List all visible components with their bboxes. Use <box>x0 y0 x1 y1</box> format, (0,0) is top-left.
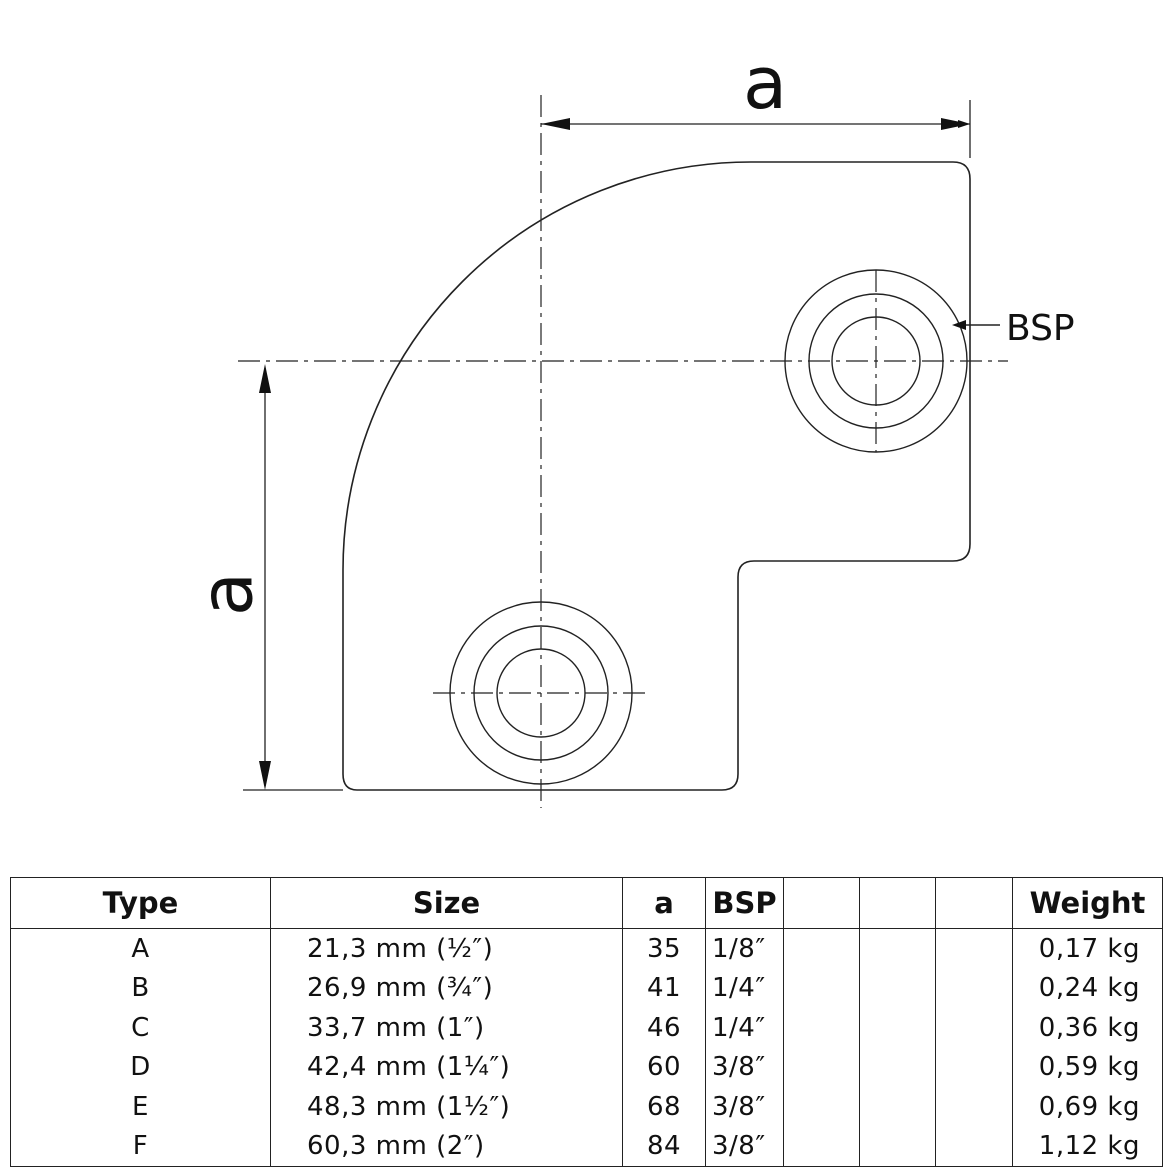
specification-table: Type Size a BSP Weight A 21,3 mm (½″) 35… <box>10 877 1163 1168</box>
table-row: F 60,3 mm (2″) 84 3/8″ 1,12 kg <box>10 1126 1163 1168</box>
left-arrow-bottom <box>259 761 271 790</box>
lower-bsp-hole <box>449 601 633 785</box>
table-header-row: Type Size a BSP Weight <box>10 877 1163 929</box>
lower-hole-inner-ring <box>496 648 586 738</box>
cell-weight: 0,36 kg <box>1012 1008 1163 1048</box>
header-a: a <box>622 877 706 929</box>
cell-weight: 0,24 kg <box>1012 968 1163 1008</box>
cell-a: 84 <box>622 1126 706 1168</box>
left-dimension-label: a <box>185 572 269 616</box>
cell-blank <box>859 1047 936 1087</box>
cell-type: B <box>10 968 271 1008</box>
cell-blank <box>935 928 1013 969</box>
cell-blank <box>859 928 936 969</box>
upper-bsp-hole <box>784 269 968 453</box>
bsp-callout-label: BSP <box>1006 308 1075 349</box>
top-arrow-left <box>541 118 570 130</box>
cell-blank <box>859 1086 936 1127</box>
lower-hole-middle-ring <box>473 625 609 761</box>
top-arrow-right <box>941 118 970 130</box>
cell-blank <box>783 1086 860 1127</box>
cell-a: 41 <box>622 968 706 1008</box>
cell-bsp: 1/8″ <box>705 928 784 969</box>
cell-bsp: 1/4″ <box>705 968 784 1008</box>
header-blank-3 <box>935 877 1013 929</box>
cell-weight: 0,59 kg <box>1012 1047 1163 1087</box>
cell-blank <box>783 928 860 969</box>
cell-size: 60,3 mm (2″) <box>270 1126 623 1168</box>
header-size: Size <box>270 877 623 929</box>
cell-blank <box>935 968 1013 1008</box>
fitting-outline <box>342 161 971 791</box>
cell-weight: 0,17 kg <box>1012 928 1163 969</box>
header-bsp: BSP <box>705 877 784 929</box>
header-weight: Weight <box>1012 877 1163 929</box>
cell-a: 35 <box>622 928 706 969</box>
upper-hole-inner-ring <box>831 316 921 406</box>
cell-bsp: 3/8″ <box>705 1126 784 1168</box>
cell-type: F <box>10 1126 271 1168</box>
cell-blank <box>859 1008 936 1048</box>
cell-blank <box>859 968 936 1008</box>
cell-a: 68 <box>622 1086 706 1127</box>
cell-blank <box>783 1047 860 1087</box>
cell-size: 21,3 mm (½″) <box>270 928 623 969</box>
table-row: E 48,3 mm (1½″) 68 3/8″ 0,69 kg <box>10 1086 1163 1127</box>
cell-blank <box>783 968 860 1008</box>
upper-hole-middle-ring <box>808 293 944 429</box>
cell-bsp: 3/8″ <box>705 1086 784 1127</box>
lower-hole-outer-ring <box>449 601 633 785</box>
cell-bsp: 3/8″ <box>705 1047 784 1087</box>
technical-drawing: a a BSP <box>185 41 1075 808</box>
left-arrow-top <box>259 364 271 393</box>
table-row: A 21,3 mm (½″) 35 1/8″ 0,17 kg <box>10 928 1163 969</box>
cell-bsp: 1/4″ <box>705 1008 784 1048</box>
cell-blank <box>935 1008 1013 1048</box>
cell-size: 33,7 mm (1″) <box>270 1008 623 1048</box>
upper-hole-outer-ring <box>784 269 968 453</box>
table-row: C 33,7 mm (1″) 46 1/4″ 0,36 kg <box>10 1008 1163 1048</box>
cell-blank <box>783 1008 860 1048</box>
top-dimension <box>541 100 971 158</box>
cell-weight: 1,12 kg <box>1012 1126 1163 1168</box>
header-blank-1 <box>783 877 860 929</box>
header-blank-2 <box>859 877 936 929</box>
cell-size: 48,3 mm (1½″) <box>270 1086 623 1127</box>
table-row: B 26,9 mm (¾″) 41 1/4″ 0,24 kg <box>10 968 1163 1008</box>
cell-type: E <box>10 1086 271 1127</box>
cell-a: 60 <box>622 1047 706 1087</box>
cell-blank <box>935 1126 1013 1168</box>
cell-type: D <box>10 1047 271 1087</box>
cell-size: 26,9 mm (¾″) <box>270 968 623 1008</box>
cell-blank <box>935 1086 1013 1127</box>
left-dimension <box>243 368 343 791</box>
table-row: D 42,4 mm (1¼″) 60 3/8″ 0,59 kg <box>10 1047 1163 1087</box>
header-type: Type <box>10 877 271 929</box>
cell-blank <box>935 1047 1013 1087</box>
center-lines <box>238 95 1008 808</box>
cell-weight: 0,69 kg <box>1012 1086 1163 1127</box>
cell-blank <box>783 1126 860 1168</box>
cell-type: A <box>10 928 271 969</box>
cell-size: 42,4 mm (1¼″) <box>270 1047 623 1087</box>
cell-type: C <box>10 1008 271 1048</box>
cell-blank <box>859 1126 936 1168</box>
bsp-callout-arrow <box>952 320 966 330</box>
top-dimension-label: a <box>743 41 787 125</box>
cell-a: 46 <box>622 1008 706 1048</box>
